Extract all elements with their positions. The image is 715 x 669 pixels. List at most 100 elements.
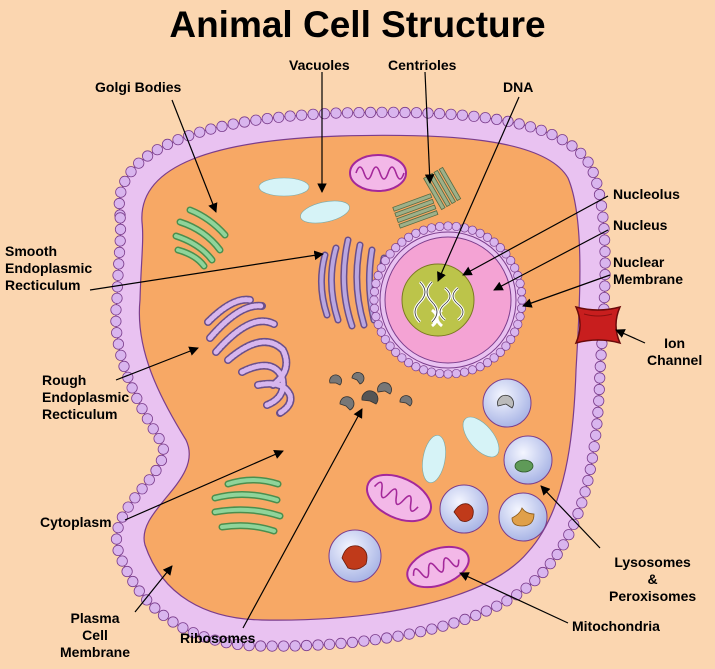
membrane-bead	[111, 327, 123, 339]
membrane-bead	[595, 200, 608, 212]
membrane-bead	[593, 383, 605, 396]
membrane-bead	[172, 134, 184, 146]
membrane-bead	[479, 112, 491, 124]
label-ion-channel: Ion Channel	[647, 335, 703, 368]
lysosomes-peroxisomes	[328, 378, 553, 583]
membrane-bead	[392, 630, 404, 642]
nuclear-membrane-bead	[489, 353, 499, 363]
membrane-bead	[358, 635, 370, 647]
membrane-bead	[470, 609, 482, 622]
membrane-bead	[369, 634, 381, 646]
membrane-bead	[126, 382, 138, 394]
membrane-bead	[501, 595, 513, 607]
membrane-bead	[364, 106, 377, 119]
membrane-bead	[194, 126, 206, 138]
mitochondria	[366, 473, 470, 589]
membrane-bead	[112, 269, 124, 281]
membrane-bead	[529, 575, 541, 587]
nuclear-membrane-bead	[517, 295, 527, 305]
membrane-bead	[572, 507, 584, 520]
membrane-bead	[593, 188, 606, 201]
membrane-bead	[205, 123, 217, 135]
membrane-bead	[599, 280, 611, 292]
membrane-bead	[592, 406, 604, 418]
leader-golgi	[171, 99, 218, 213]
membrane-bead	[151, 144, 163, 156]
membrane-bead	[376, 106, 388, 118]
label-plasma-cell-membrane: Plasma Cell Membrane	[60, 610, 131, 660]
label-golgi-bodies: Golgi Bodies	[95, 79, 182, 95]
membrane-bead	[227, 118, 239, 130]
leader-nucleolus	[462, 195, 609, 276]
membrane-bead	[112, 522, 124, 534]
membrane-bead	[591, 418, 603, 430]
nuclear-membrane-bead	[404, 358, 414, 368]
vacuole	[422, 434, 446, 484]
nuclear-membrane-bead	[482, 358, 492, 368]
membrane-bead	[110, 315, 122, 327]
membrane-bead	[595, 349, 607, 361]
membrane-bead	[537, 566, 549, 579]
leader-centrioles	[424, 71, 435, 184]
membrane-bead	[113, 197, 125, 210]
membrane-bead	[456, 109, 468, 121]
nuclear-membrane-bead	[411, 362, 421, 372]
membrane-bead	[551, 548, 563, 561]
membrane-bead	[579, 486, 591, 498]
vacuole	[462, 416, 500, 458]
nuclear-membrane-bead	[451, 221, 461, 232]
membrane-bead	[593, 395, 605, 407]
label-ribosomes: Ribosomes	[180, 630, 256, 646]
membrane-bead	[399, 106, 411, 119]
nuclear-membrane-bead	[451, 368, 461, 379]
membrane-bead	[448, 617, 460, 629]
membrane-bead	[141, 413, 153, 425]
nuclear-membrane-bead	[475, 228, 485, 238]
membrane-bead	[586, 452, 599, 464]
membrane-bead	[598, 234, 611, 246]
membrane-bead	[141, 594, 153, 606]
membrane-bead	[491, 600, 503, 612]
label-cytoplasm: Cytoplasm	[40, 514, 112, 530]
membrane-bead	[513, 118, 525, 130]
membrane-bead	[198, 631, 210, 643]
leader-nuclear-membrane	[522, 274, 611, 308]
membrane-bead	[157, 443, 169, 455]
nuclear-membrane-bead	[373, 319, 383, 329]
membrane-bead	[346, 636, 358, 649]
nuclear-membrane-bead	[489, 237, 499, 247]
membrane-bead	[121, 565, 133, 578]
membrane-bead	[136, 403, 148, 415]
membrane-bead	[422, 107, 434, 119]
membrane-bead	[273, 111, 285, 123]
membrane-bead	[353, 107, 365, 119]
membrane-bead	[133, 585, 145, 597]
nuclear-membrane-bead	[515, 311, 525, 322]
membrane-bead	[576, 497, 588, 509]
nuclear-membrane-bead	[426, 223, 437, 233]
membrane-bead	[330, 107, 342, 119]
centrioles	[392, 166, 462, 229]
membrane-bead	[209, 634, 221, 646]
nuclear-membrane-bead	[515, 278, 525, 289]
membrane-bead	[261, 113, 273, 125]
membrane-bead	[594, 372, 606, 384]
golgi-bodies-lower	[211, 476, 284, 535]
nuclear-membrane-bead	[506, 334, 516, 344]
nuclear-membrane-bead	[501, 341, 511, 351]
membrane-bead	[110, 533, 123, 545]
membrane-bead	[387, 106, 400, 118]
nuclear-membrane-bead	[510, 327, 520, 337]
membrane-bead	[599, 257, 611, 269]
membrane-bead	[112, 544, 124, 557]
nuclear-membrane-bead	[380, 256, 390, 266]
membrane-bead	[563, 529, 575, 541]
nuclear-membrane-bead	[482, 232, 492, 242]
label-smooth-er: Smooth Endoplasmic Recticulum	[5, 243, 93, 293]
membrane-bead	[150, 464, 162, 477]
membrane-bead	[520, 582, 532, 594]
nuclear-membrane-bead	[513, 319, 523, 329]
membrane-bead	[318, 108, 331, 120]
membrane-bead	[524, 121, 537, 133]
membrane-bead	[187, 627, 199, 639]
